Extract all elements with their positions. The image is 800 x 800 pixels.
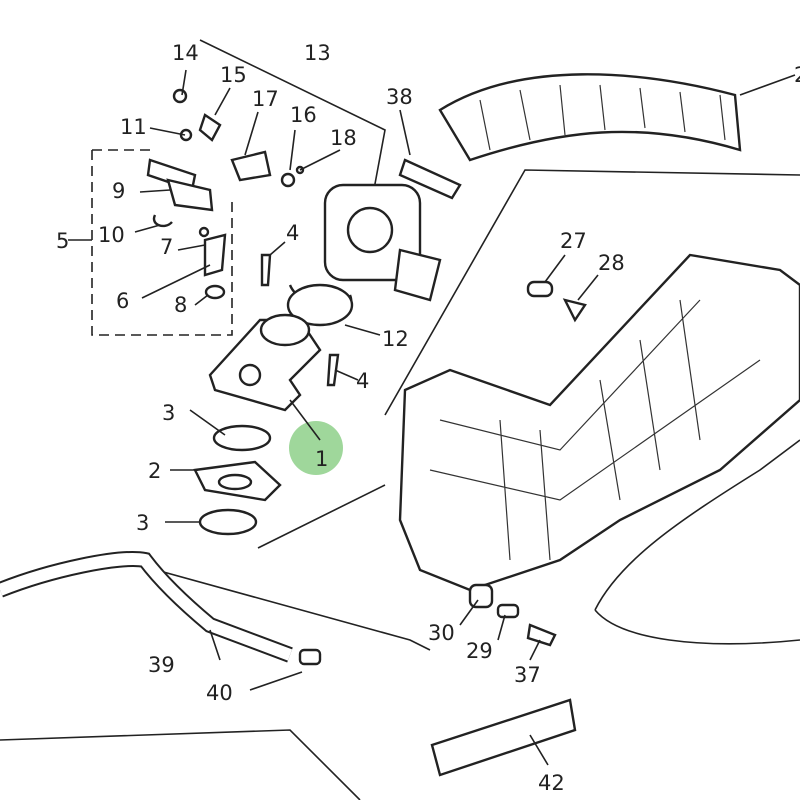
gaskets [193, 424, 282, 536]
callout-labels: 14 13 15 17 16 18 38 11 9 5 10 7 6 8 4 2… [56, 41, 800, 795]
callout-11[interactable]: 11 [120, 115, 147, 139]
callout-5[interactable]: 5 [56, 229, 69, 253]
injector-group [146, 88, 227, 300]
breather-hose [0, 551, 557, 666]
callout-38[interactable]: 38 [386, 85, 413, 109]
callout-7[interactable]: 7 [160, 235, 173, 259]
callout-14[interactable]: 14 [172, 41, 199, 65]
callout-13[interactable]: 13 [304, 41, 331, 65]
leader-lines [68, 69, 599, 766]
callout-4-lower[interactable]: 4 [356, 369, 369, 393]
callout-edge-partial[interactable]: 2 [794, 63, 800, 87]
callout-10[interactable]: 10 [98, 223, 125, 247]
callout-28[interactable]: 28 [598, 251, 625, 275]
callout-40[interactable]: 40 [206, 681, 233, 705]
callout-4-upper[interactable]: 4 [286, 221, 299, 245]
highlight-marker[interactable] [289, 421, 343, 475]
callout-15[interactable]: 15 [220, 63, 247, 87]
callout-3-lower[interactable]: 3 [136, 511, 149, 535]
callout-18[interactable]: 18 [330, 126, 357, 150]
callout-37[interactable]: 37 [514, 663, 541, 687]
callout-12[interactable]: 12 [382, 327, 409, 351]
callout-6[interactable]: 6 [116, 289, 129, 313]
callout-42[interactable]: 42 [538, 771, 565, 795]
callout-16[interactable]: 16 [290, 103, 317, 127]
callout-1[interactable]: 1 [315, 447, 328, 471]
throttle-body [230, 150, 462, 327]
intake-duct [438, 73, 796, 162]
intake-manifold [208, 253, 340, 412]
air-box [398, 253, 800, 645]
callout-17[interactable]: 17 [252, 87, 279, 111]
callout-29[interactable]: 29 [466, 639, 493, 663]
callout-30[interactable]: 30 [428, 621, 455, 645]
callout-27[interactable]: 27 [560, 229, 587, 253]
callout-39[interactable]: 39 [148, 653, 175, 677]
drain-tray [430, 698, 577, 777]
callout-9[interactable]: 9 [112, 179, 125, 203]
callout-3-upper[interactable]: 3 [162, 401, 175, 425]
callout-2[interactable]: 2 [148, 459, 161, 483]
callout-8[interactable]: 8 [174, 293, 187, 317]
